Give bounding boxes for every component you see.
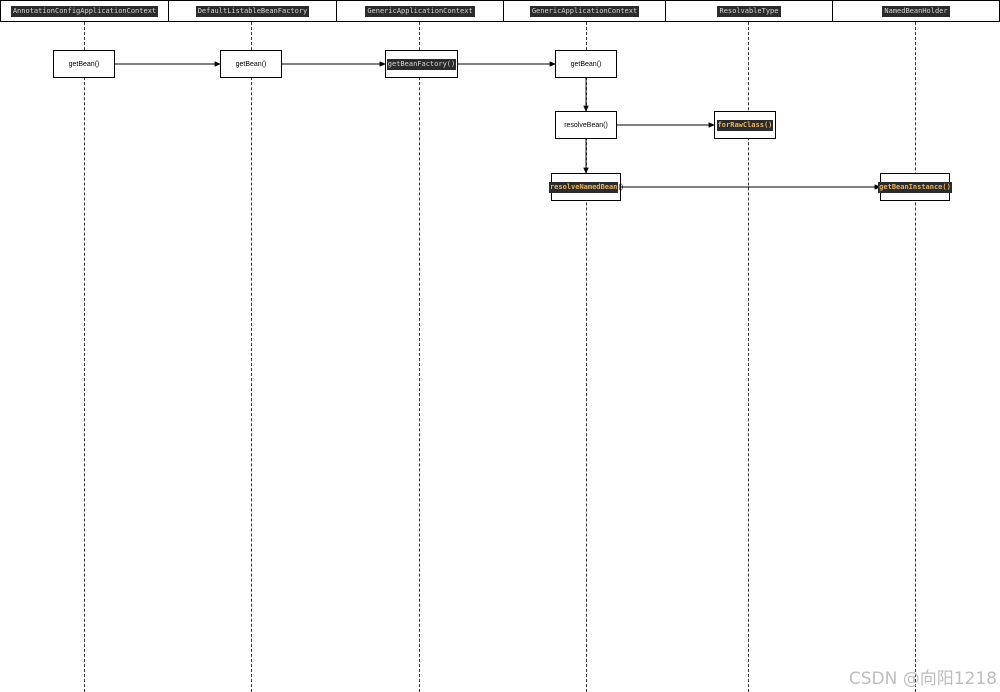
- header-default-listable-bean-factory: DefaultListableBeanFactory: [168, 0, 336, 22]
- header-label: ResolvableType: [717, 5, 781, 17]
- header-named-bean-holder: NamedBeanHolder: [832, 0, 1000, 22]
- node-label: resolveNamedBean: [548, 181, 619, 193]
- lifeline-header-row: AnnotationConfigApplicationContext Defau…: [0, 0, 1000, 22]
- node-acac-getbean: getBean(): [53, 50, 115, 78]
- lifeline-annotation-config-application-context: [84, 22, 85, 692]
- node-gac2-resolvenamedbean: resolveNamedBean(): [548, 173, 624, 201]
- node-label: getBean(): [68, 60, 100, 68]
- header-label: DefaultListableBeanFactory: [195, 5, 310, 17]
- node-nbh-getbeaninstance: getBeanInstance(): [878, 173, 952, 201]
- header-label: NamedBeanHolder: [882, 5, 950, 17]
- lifeline-named-bean-holder: [915, 22, 916, 692]
- node-label: getBean(): [570, 60, 602, 68]
- lifeline-generic-application-context-1: [419, 22, 420, 692]
- header-label: GenericApplicationContext: [529, 5, 640, 17]
- node-dlbf-getbean: getBean(): [220, 50, 282, 78]
- lifeline-resolvable-type: [748, 22, 749, 692]
- header-label: AnnotationConfigApplicationContext: [10, 5, 159, 17]
- node-rt-forrawclass: forRawClass(): [714, 111, 776, 139]
- header-annotation-config-application-context: AnnotationConfigApplicationContext: [0, 0, 168, 22]
- lifeline-generic-application-context-2: [586, 22, 587, 692]
- node-gac2-getbean: getBean(): [555, 50, 617, 78]
- header-label: GenericApplicationContext: [365, 5, 475, 17]
- header-generic-application-context-1: GenericApplicationContext: [336, 0, 503, 22]
- node-label: forRawClass(): [716, 119, 774, 131]
- node-label: getBeanInstance(): [878, 181, 952, 193]
- node-label: getBean(): [235, 60, 267, 68]
- node-label: getBeanFactory(): [386, 58, 457, 70]
- header-resolvable-type: ResolvableType: [665, 0, 832, 22]
- node-label: resolveBean(): [564, 121, 608, 129]
- lifeline-default-listable-bean-factory: [251, 22, 252, 692]
- header-generic-application-context-2: GenericApplicationContext: [503, 0, 665, 22]
- node-gac-getbeanfactory: getBeanFactory(): [385, 50, 458, 78]
- node-label-paren: (): [618, 183, 624, 191]
- node-gac2-resolvebean: resolveBean(): [555, 111, 617, 139]
- watermark: CSDN @向阳1218: [848, 669, 997, 689]
